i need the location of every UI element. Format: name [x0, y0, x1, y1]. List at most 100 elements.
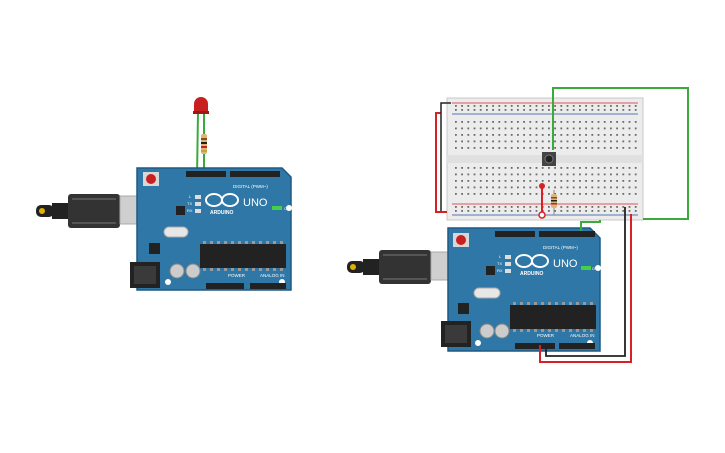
breadboard-hole[interactable] [597, 173, 600, 176]
breadboard-hole[interactable] [585, 109, 587, 111]
breadboard-hole[interactable] [628, 134, 631, 136]
breadboard-hole[interactable] [622, 210, 625, 212]
breadboard-hole[interactable] [560, 127, 563, 130]
breadboard-hole[interactable] [610, 140, 612, 143]
breadboard-hole[interactable] [591, 206, 594, 208]
breadboard-hole[interactable] [467, 134, 470, 136]
breadboard-hole[interactable] [498, 105, 501, 107]
breadboard-hole[interactable] [622, 193, 625, 195]
breadboard-hole[interactable] [610, 186, 612, 189]
breadboard-hole[interactable] [628, 109, 631, 111]
breadboard-hole[interactable] [455, 180, 457, 182]
breadboard-hole[interactable] [572, 121, 575, 123]
breadboard-hole[interactable] [610, 167, 612, 169]
breadboard-hole[interactable] [504, 134, 507, 136]
breadboard-hole[interactable] [498, 210, 501, 212]
breadboard-hole[interactable] [498, 127, 501, 130]
breadboard-hole[interactable] [572, 193, 575, 195]
breadboard-hole[interactable] [591, 147, 594, 149]
breadboard-hole[interactable] [492, 127, 494, 130]
breadboard-hole[interactable] [634, 206, 637, 208]
breadboard-hole[interactable] [548, 210, 550, 212]
breadboard-hole[interactable] [492, 206, 494, 208]
breadboard-hole[interactable] [504, 167, 507, 169]
breadboard-hole[interactable] [486, 121, 488, 123]
breadboard-hole[interactable] [529, 173, 532, 176]
breadboard-hole[interactable] [616, 109, 618, 111]
breadboard-hole[interactable] [486, 127, 488, 130]
breadboard-hole[interactable] [535, 206, 538, 208]
breadboard-hole[interactable] [479, 127, 482, 130]
breadboard-hole[interactable] [610, 109, 612, 111]
breadboard-hole[interactable] [479, 193, 482, 195]
breadboard-hole[interactable] [523, 105, 525, 107]
breadboard-hole[interactable] [461, 167, 463, 169]
breadboard-hole[interactable] [585, 193, 587, 195]
breadboard-hole[interactable] [498, 121, 501, 123]
breadboard-hole[interactable] [473, 193, 476, 195]
breadboard-hole[interactable] [529, 206, 532, 208]
breadboard-hole[interactable] [616, 206, 618, 208]
breadboard-hole[interactable] [628, 127, 631, 130]
breadboard-hole[interactable] [597, 167, 600, 169]
breadboard-hole[interactable] [479, 173, 482, 176]
breadboard-hole[interactable] [510, 134, 513, 136]
breadboard-hole[interactable] [498, 180, 501, 182]
breadboard-hole[interactable] [492, 134, 494, 136]
breadboard-hole[interactable] [616, 210, 618, 212]
breadboard-hole[interactable] [517, 127, 519, 130]
breadboard-hole[interactable] [634, 140, 637, 143]
breadboard-hole[interactable] [566, 167, 569, 169]
breadboard-hole[interactable] [579, 147, 581, 149]
breadboard-hole[interactable] [572, 147, 575, 149]
breadboard-hole[interactable] [634, 173, 637, 176]
breadboard-hole[interactable] [529, 180, 532, 182]
breadboard-hole[interactable] [535, 210, 538, 212]
breadboard-hole[interactable] [603, 193, 606, 195]
breadboard-hole[interactable] [455, 105, 457, 107]
breadboard-hole[interactable] [455, 121, 457, 123]
breadboard-hole[interactable] [566, 206, 569, 208]
breadboard-hole[interactable] [517, 121, 519, 123]
breadboard-hole[interactable] [634, 127, 637, 130]
breadboard-hole[interactable] [597, 105, 600, 107]
breadboard-hole[interactable] [560, 134, 563, 136]
breadboard-hole[interactable] [603, 186, 606, 189]
breadboard-hole[interactable] [523, 210, 525, 212]
breadboard-hole[interactable] [479, 109, 482, 111]
breadboard-hole[interactable] [616, 127, 618, 130]
breadboard-hole[interactable] [523, 206, 525, 208]
breadboard-hole[interactable] [616, 193, 618, 195]
breadboard-hole[interactable] [548, 186, 550, 189]
breadboard-hole[interactable] [492, 105, 494, 107]
breadboard-hole[interactable] [548, 147, 550, 149]
breadboard-hole[interactable] [616, 121, 618, 123]
breadboard-hole[interactable] [572, 167, 575, 169]
breadboard-hole[interactable] [560, 167, 563, 169]
breadboard-hole[interactable] [523, 147, 525, 149]
breadboard-hole[interactable] [486, 105, 488, 107]
breadboard-hole[interactable] [510, 193, 513, 195]
breadboard-hole[interactable] [486, 109, 488, 111]
breadboard-hole[interactable] [560, 193, 563, 195]
breadboard-hole[interactable] [510, 121, 513, 123]
breadboard-hole[interactable] [560, 121, 563, 123]
breadboard-hole[interactable] [467, 193, 470, 195]
breadboard-hole[interactable] [541, 134, 544, 136]
breadboard-hole[interactable] [585, 186, 587, 189]
arduino-uno-right[interactable]: L TX RX ARDUINO UNO DIGITAL (PWM~) ON PO… [441, 227, 601, 352]
breadboard-hole[interactable] [554, 167, 556, 169]
breadboard-hole[interactable] [517, 193, 519, 195]
breadboard-hole[interactable] [560, 109, 563, 111]
breadboard-hole[interactable] [473, 206, 476, 208]
breadboard-hole[interactable] [479, 134, 482, 136]
breadboard-hole[interactable] [498, 186, 501, 189]
breadboard-hole[interactable] [492, 109, 494, 111]
breadboard-hole[interactable] [523, 180, 525, 182]
breadboard-hole[interactable] [504, 210, 507, 212]
breadboard-hole[interactable] [616, 173, 618, 176]
breadboard-hole[interactable] [622, 121, 625, 123]
breadboard-hole[interactable] [504, 186, 507, 189]
push-button[interactable] [542, 152, 556, 166]
breadboard-hole[interactable] [467, 206, 470, 208]
